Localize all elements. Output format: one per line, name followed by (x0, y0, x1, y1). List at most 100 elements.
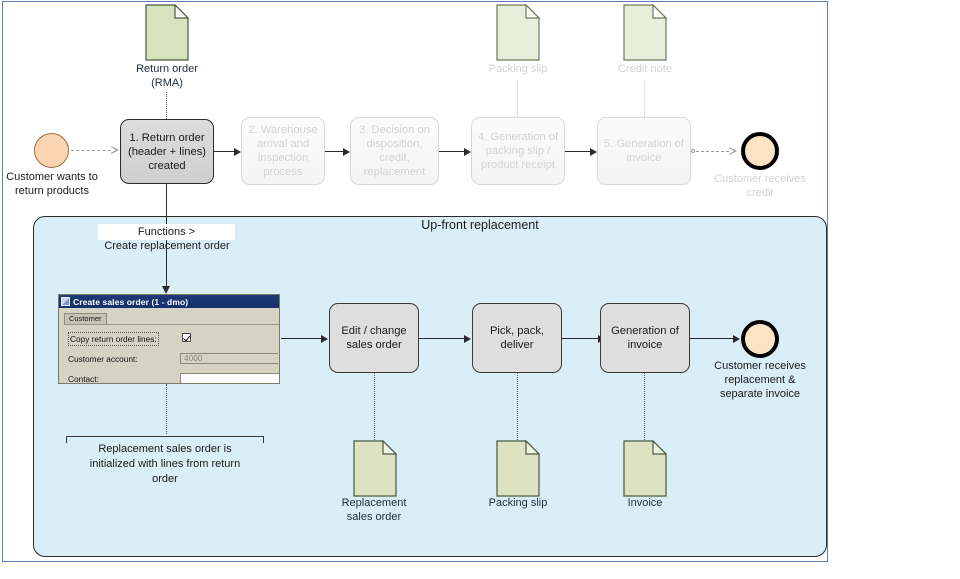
explanation-line3: order (152, 473, 178, 485)
task-3-decision-on-disposition[interactable]: 3. Decision on disposition, credit, repl… (350, 117, 439, 185)
task-2-line2: arrival and (256, 138, 310, 150)
task-2-warehouse-arrival[interactable]: 2. Warehouse arrival and inspection proc… (241, 117, 325, 185)
flow-task5-to-end-arrowhead (729, 146, 737, 155)
task-2-line3: inspection (257, 152, 309, 164)
task-2-line4: process (263, 166, 303, 178)
flow-task1-to-dialog-arrowhead (162, 286, 170, 294)
dialog-tabstrip: Customer (64, 313, 279, 325)
pool-end-event-line2: replacement & (724, 374, 796, 386)
copy-return-order-lines-label: Copy return order lines: (68, 332, 159, 346)
task-1-line1: 1. Return order (129, 131, 205, 144)
task-5-line2: invoice (626, 152, 662, 164)
field-contact[interactable]: Contact: (68, 373, 279, 383)
ax-window-icon (61, 297, 70, 306)
doc-packing-slip-2-icon (496, 440, 540, 497)
explanation-note: Replacement sales order is initialized w… (60, 442, 270, 487)
field-copy-return-order-lines[interactable]: Copy return order lines: (68, 332, 275, 346)
trigger-note-line2-wrap: Create replacement order (92, 239, 242, 254)
doc-credit-note-icon (623, 4, 667, 61)
explanation-line2: initialized with lines from return (89, 458, 241, 470)
flow-task5-to-end (696, 151, 729, 152)
contact-input[interactable] (180, 373, 279, 383)
task-edit-change-line1: Edit / change (341, 325, 407, 337)
pool-title: Up-front replacement (421, 218, 539, 232)
doc-invoice-icon (623, 440, 667, 497)
assoc-dialog-to-explanation (166, 384, 167, 434)
flow-dialog-to-edit-change (281, 338, 321, 340)
flow-dialog-to-edit-change-arrowhead (321, 334, 328, 343)
flow-task2-to-task3-arrowhead (343, 147, 350, 156)
task-3-line1: 3. Decision on (359, 124, 430, 136)
flow-start-to-task1-arrowhead (111, 145, 119, 154)
task-pick-pack-deliver[interactable]: Pick, pack, deliver (472, 303, 562, 373)
start-event-customer-wants-return[interactable] (34, 133, 69, 168)
task-4-line1: 4. Generation of (477, 131, 559, 143)
task-1-line3: created (148, 159, 186, 172)
dialog-body: Customer Copy return order lines: Custom… (59, 308, 279, 383)
flow-task3-to-task4-arrowhead (464, 147, 471, 156)
end-event-customer-receives-replacement[interactable] (741, 320, 779, 358)
end-event-label: Customer receives credit (700, 172, 820, 200)
start-event-label-line2: return products (15, 185, 89, 197)
doc-replacement-order-line2: sales order (346, 511, 402, 523)
assoc-rma (166, 92, 167, 119)
pool-end-event-label: Customer receives replacement & separate… (700, 359, 820, 401)
task-generation-invoice-line2: invoice (627, 339, 663, 351)
customer-account-label: Customer account: (68, 354, 138, 364)
task-4-generation-packing-slip[interactable]: 4. Generation of packing slip / product … (471, 117, 565, 185)
task-4-line2: packing slip / (485, 145, 551, 157)
task-generation-of-invoice[interactable]: Generation of invoice (600, 303, 690, 373)
dialog-title: Create sales order (1 - dmo) (73, 296, 189, 307)
task-edit-change-sales-order[interactable]: Edit / change sales order (329, 303, 419, 373)
task-pick-pack-line2: deliver (500, 339, 534, 351)
doc-credit-note-line1: Credit note (618, 63, 672, 75)
explanation-bracket (66, 436, 264, 443)
copy-return-order-lines-checkbox[interactable] (182, 333, 191, 342)
task-4-line3: product receipt (480, 159, 555, 171)
dialog-titlebar[interactable]: Create sales order (1 - dmo) (59, 295, 279, 308)
assoc-credit-note (644, 80, 645, 119)
customer-account-input[interactable]: 4000 (180, 353, 278, 364)
doc-rma-line2: (RMA) (151, 77, 183, 89)
doc-invoice-line1: Invoice (627, 497, 663, 509)
doc-replacement-order-line1: Replacement (341, 497, 407, 509)
flow-pick-to-invoice (562, 338, 598, 340)
doc-packing-slip-line1: Packing slip (488, 63, 548, 75)
task-5-generation-invoice[interactable]: 5. Generation of invoice (597, 117, 691, 185)
end-event-customer-receives-credit[interactable] (741, 132, 779, 170)
flow-invoice-to-end (690, 338, 733, 340)
flow-edit-to-pick (419, 338, 464, 340)
task-2-line1: 2. Warehouse (248, 124, 318, 136)
flow-invoice-to-end-arrowhead (733, 334, 740, 343)
pool-end-event-line1: Customer receives (714, 360, 806, 372)
trigger-note: Functions > (98, 224, 235, 240)
pool-up-front-replacement (33, 216, 827, 557)
task-1-return-order-created[interactable]: 1. Return order (header + lines) created (120, 119, 214, 184)
doc-credit-note-label: Credit note (590, 62, 700, 76)
flow-task4-to-task5-arrowhead (590, 147, 597, 156)
flow-task1-to-task2 (214, 151, 234, 153)
task-generation-invoice-line1: Generation of (611, 325, 679, 337)
assoc-replacement-order (374, 373, 375, 440)
flow-task2-to-task3 (325, 151, 343, 153)
create-sales-order-dialog[interactable]: Create sales order (1 - dmo) Customer Co… (58, 294, 280, 384)
doc-rma-line1: Return order (136, 63, 198, 75)
task-5-line1: 5. Generation of (603, 138, 685, 150)
task-3-line2: disposition, (366, 138, 423, 150)
doc-rma-icon (145, 4, 189, 61)
trigger-note-line1: Functions > (137, 226, 196, 238)
task-edit-change-line2: sales order (346, 339, 402, 351)
flow-task3-to-task4 (439, 151, 464, 153)
doc-invoice-label: Invoice (590, 496, 700, 510)
field-customer-account[interactable]: Customer account: 4000 (68, 353, 278, 365)
pool-end-event-line3: separate invoice (719, 388, 801, 400)
flow-edit-to-pick-arrowhead (464, 334, 471, 343)
tab-customer[interactable]: Customer (64, 313, 107, 324)
flow-task5-to-end-origin (691, 149, 695, 153)
task-3-line4: replacement (363, 166, 426, 178)
task-pick-pack-line1: Pick, pack, (489, 325, 545, 337)
start-event-label-line1: Customer wants to (6, 171, 98, 183)
flow-task4-to-task5 (565, 151, 590, 153)
doc-packing-slip-icon (496, 4, 540, 61)
